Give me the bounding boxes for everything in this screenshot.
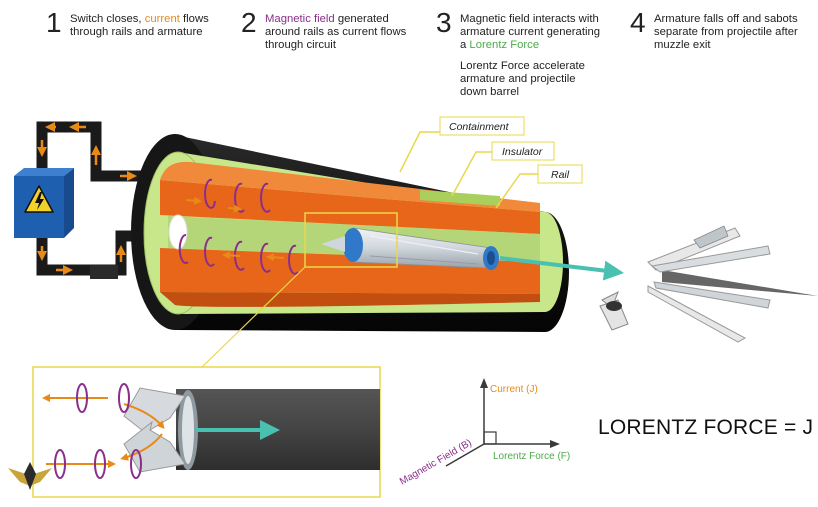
step-text: Armature falls off and sabots [654,13,798,25]
step-text: muzzle exit [654,39,711,51]
magnetic-field-highlight: Magnetic field [265,13,335,25]
step-text: Switch closes, [70,13,145,25]
projectile-assembly [321,227,499,270]
step-number: 1 [46,7,62,38]
step-text: around rails as current flows [265,26,407,38]
rail-label: Rail [551,169,570,181]
forum-logo [8,462,52,490]
rail-current-arrows [185,196,285,262]
step-text: flows [179,13,209,25]
zoom-inset [32,366,381,498]
lorentz-force-highlight: Lorentz Force [469,39,540,51]
step-text: armature and projectile [460,73,576,85]
force-axes: Current (J) Lorentz Force (F) Magnetic F… [398,378,570,488]
magnetic-axis-label: Magnetic Field (B) [398,438,474,488]
step-text: separate from projectile after [654,26,798,38]
zoom-region-box [304,212,398,268]
callout-insulator: Insulator [451,141,555,197]
circuit-wires [36,121,150,279]
high-voltage-icon [24,185,54,213]
magnetic-field-loops [178,178,299,275]
step-number: 4 [630,7,646,38]
callout-containment: Containment [399,116,525,173]
current-axis-label: Current (J) [490,384,538,395]
step-text: armature current generating [460,26,601,38]
step-text: Lorentz Force accelerate [460,60,585,72]
step-number: 3 [436,7,452,38]
insulator-label: Insulator [502,146,543,158]
step-text: generated [334,13,389,25]
step-text: through rails and armature [70,26,203,38]
lorentz-axis-label: Lorentz Force (F) [493,451,570,462]
step-text: Magnetic field interacts with [460,13,599,25]
separated-projectile [599,225,818,343]
step-text: through circuit [265,39,336,51]
lorentz-formula: LORENTZ FORCE = J × B [598,416,818,439]
step-number: 2 [241,7,257,38]
containment-label: Containment [449,121,510,133]
current-highlight: current [144,13,180,25]
power-switch-box [14,168,74,238]
step-text: a [460,39,470,51]
force-arrow [499,256,624,281]
callout-rail: Rail [495,164,583,209]
step-text: down barrel [460,86,520,98]
zoom-leader-line [201,266,306,368]
